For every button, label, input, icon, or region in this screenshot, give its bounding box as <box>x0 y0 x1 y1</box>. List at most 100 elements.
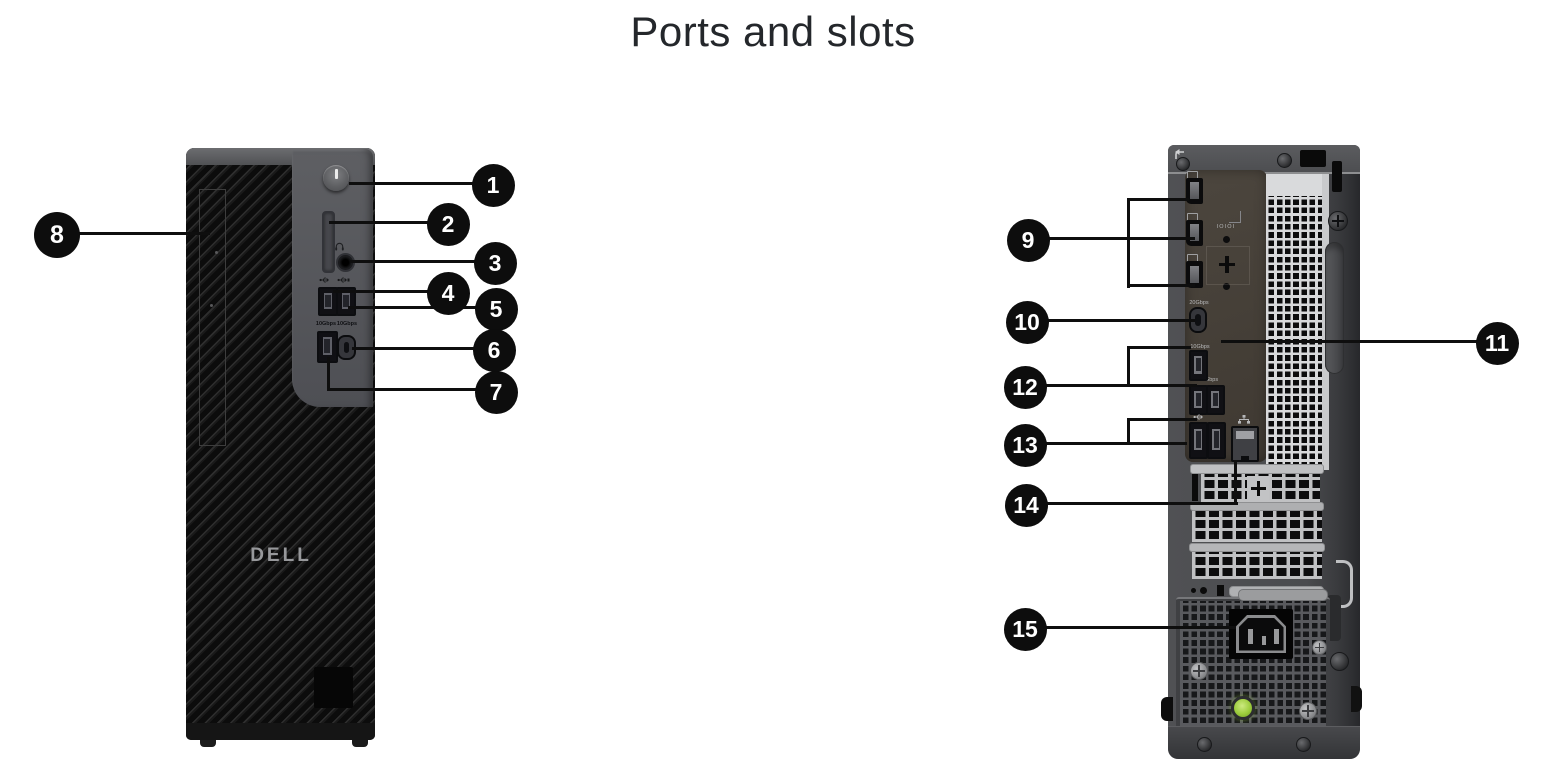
vent-top-blank <box>1266 174 1323 198</box>
latch-wedge <box>1327 595 1341 641</box>
displayport-1 <box>1186 178 1203 204</box>
front-bottom-band <box>186 723 375 740</box>
leader-line-7 <box>327 388 480 391</box>
knockout-hole <box>1223 236 1230 243</box>
screw <box>1176 157 1190 171</box>
leader-line-4 <box>333 290 433 293</box>
bay-pinhole <box>210 304 213 307</box>
usb-a-5gbps-port <box>1206 385 1225 415</box>
callout-4: 4 <box>426 271 470 315</box>
padlock-handle <box>1325 242 1344 374</box>
callout-11: 11 <box>1475 321 1519 365</box>
front-foot <box>200 740 216 747</box>
side-knob <box>1161 697 1173 721</box>
dell-logo: DELL <box>250 545 312 566</box>
callout-5: 5 <box>474 287 518 331</box>
callout-8: 8 <box>34 212 80 258</box>
leader-line-13-bracket <box>1127 418 1130 445</box>
thumbscrew <box>1328 211 1348 231</box>
callout-6: 6 <box>472 328 516 372</box>
usb-a-port <box>318 287 338 316</box>
leader-line-2 <box>329 221 433 224</box>
serial-port-label: IOIOI <box>1216 223 1236 230</box>
usb-a-2-port <box>1189 422 1208 459</box>
leader-line-15 <box>1046 626 1236 629</box>
callout-15: 15 <box>1003 607 1047 651</box>
usb2-icon <box>1193 414 1203 420</box>
usb-c-speed-label: 10Gbps <box>336 320 358 327</box>
displayport-3 <box>1186 261 1203 288</box>
slot-rail <box>1190 502 1324 511</box>
screw <box>1277 153 1292 168</box>
callout-13: 13 <box>1003 423 1047 467</box>
front-cover-plate <box>314 667 353 708</box>
headset-icon <box>335 242 344 251</box>
usb-a5-speed-label: 5Gbps <box>1201 376 1219 383</box>
leader-line-3 <box>350 260 480 263</box>
bay-pinhole <box>215 251 218 254</box>
side-knob <box>1351 686 1362 712</box>
screw <box>1330 652 1349 671</box>
knockout-hole <box>1223 283 1230 290</box>
psu-handle <box>1238 589 1328 601</box>
power-pin <box>1261 636 1266 645</box>
slot-screw-cross <box>1256 481 1260 496</box>
screw <box>1312 640 1327 655</box>
leader-line-8 <box>79 232 210 235</box>
slot-rail <box>1189 543 1325 552</box>
corner-mark <box>1229 211 1241 223</box>
usb-a-2-port <box>1207 422 1226 459</box>
expansion-slot-vent <box>1192 552 1322 579</box>
leader-line-12 <box>1046 384 1197 387</box>
usb-icon <box>319 277 329 283</box>
usb-a-10gbps-port <box>1189 350 1208 381</box>
callout-7: 7 <box>474 370 518 414</box>
slot-tab <box>1192 474 1198 501</box>
leader-line-13-top <box>1127 418 1197 421</box>
leader-line-11 <box>1221 340 1477 343</box>
leader-line-10 <box>1048 319 1195 322</box>
leader-line-9-top <box>1127 198 1189 201</box>
power-pin <box>1248 629 1253 644</box>
sd-card-slot <box>322 211 335 273</box>
security-latch-slot <box>1300 150 1326 167</box>
leader-line-9-bracket <box>1127 198 1130 288</box>
power-pin <box>1274 629 1279 644</box>
leader-line-14-vertical <box>1234 460 1237 505</box>
chassis-slot <box>1217 585 1224 596</box>
release-arrow-icon <box>1175 149 1184 159</box>
page-title: Ports and slots <box>630 8 916 55</box>
leader-line-14 <box>1047 502 1238 505</box>
leader-line-6 <box>352 347 479 350</box>
knockout-outline <box>1206 246 1250 285</box>
callout-3: 3 <box>473 241 517 285</box>
front-foot <box>352 740 368 747</box>
screw <box>1190 662 1208 680</box>
callout-9: 9 <box>1006 218 1050 262</box>
ethernet-icon <box>1238 415 1250 424</box>
usb-c-speed-label: 20Gbps <box>1189 299 1209 306</box>
callout-2: 2 <box>426 202 470 246</box>
callout-12: 12 <box>1003 365 1047 409</box>
callout-1: 1 <box>471 163 515 207</box>
screw <box>1296 737 1311 752</box>
psu-led-indicator <box>1231 696 1255 720</box>
callout-10: 10 <box>1005 300 1049 344</box>
displayport-2 <box>1186 220 1203 246</box>
usb-a-speed-label: 10Gbps <box>315 320 337 327</box>
leader-line-1 <box>349 182 480 185</box>
knockout-cross <box>1225 256 1229 273</box>
slot-rail <box>1190 464 1324 474</box>
chassis-hole <box>1200 587 1207 594</box>
drive-bay-outline <box>199 189 226 446</box>
power-icon <box>335 169 338 179</box>
callout-14: 14 <box>1004 483 1048 527</box>
leader-line-5 <box>348 306 481 309</box>
leader-line-12-bracket <box>1127 346 1130 387</box>
leader-line-9 <box>1049 237 1195 240</box>
leader-line-12-top <box>1127 346 1191 349</box>
leader-line-13 <box>1046 442 1187 445</box>
side-slot <box>1332 161 1342 192</box>
